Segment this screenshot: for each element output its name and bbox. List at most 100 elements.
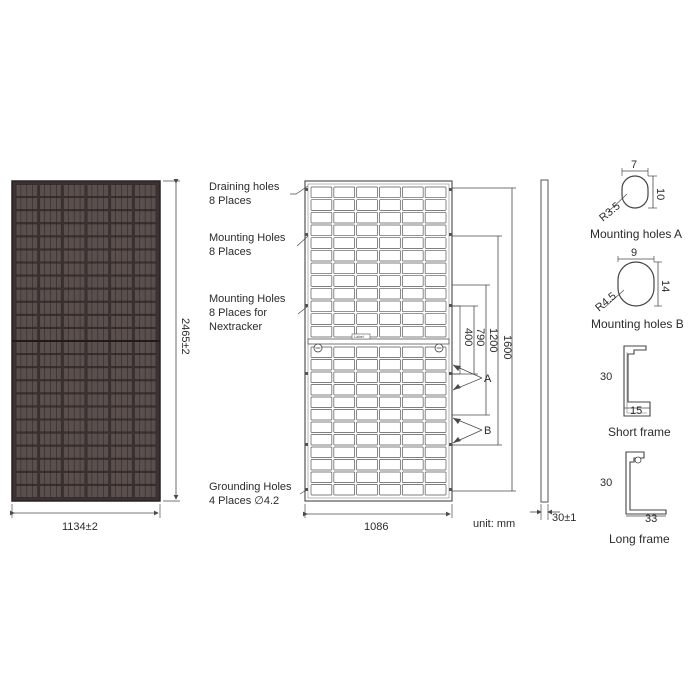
spacing-1200-label: 1200 [487, 328, 499, 352]
side-thickness-label: 30±1 [552, 512, 576, 524]
back-cell [424, 371, 447, 383]
back-cell [356, 275, 378, 287]
back-cell [424, 434, 447, 446]
back-cell [379, 409, 401, 421]
callout-nextracker-holes: Mounting Holes 8 Places for Nextracker [209, 293, 309, 333]
back-cell [356, 313, 378, 325]
back-cell [310, 384, 333, 396]
callout-draining-line1: Draining holes [209, 181, 280, 193]
back-cell [310, 459, 333, 471]
back-cell [401, 249, 424, 262]
back-cell [333, 325, 356, 338]
back-cell [424, 484, 447, 496]
back-cell [424, 199, 447, 211]
hole-a-width: 7 [631, 159, 637, 171]
back-cell [333, 346, 356, 358]
back-cell [310, 211, 333, 224]
callout-nextracker-line1: Mounting Holes [209, 293, 286, 305]
back-cell [379, 275, 401, 287]
back-cell [356, 371, 378, 383]
back-cell [401, 199, 424, 211]
short-frame-caption: Short frame [608, 425, 671, 439]
back-cell [310, 287, 333, 300]
hole-a-height: 10 [654, 188, 666, 200]
callout-draining-line2: 8 Places [209, 195, 252, 207]
back-cell [333, 300, 356, 313]
back-cell [333, 409, 356, 421]
back-cell [401, 484, 424, 496]
back-cell [333, 249, 356, 262]
front-view [11, 180, 161, 502]
back-cell [333, 186, 356, 199]
callout-grounding-holes: Grounding Holes 4 Places ∅4.2 [209, 481, 309, 507]
back-cell [379, 459, 401, 471]
front-cell-grid [16, 184, 156, 498]
back-cell [356, 249, 378, 262]
back-cell [379, 384, 401, 396]
label-plate [351, 333, 371, 340]
back-cell [401, 186, 424, 199]
back-cell [401, 287, 424, 300]
spacing-1600-label: 1600 [501, 335, 513, 359]
back-cell [310, 409, 333, 421]
back-cell [379, 446, 401, 458]
unit-label: unit: mm [473, 518, 515, 530]
back-cell [379, 211, 401, 224]
back-cell [310, 249, 333, 262]
back-cell [356, 409, 378, 421]
back-cell [356, 384, 378, 396]
frame-holes [305, 188, 452, 491]
back-cell [424, 211, 447, 224]
detail-short-frame: 30 15 Short frame [600, 345, 671, 439]
hole-b-caption: Mounting holes B [591, 317, 684, 331]
callout-mounting-line1: Mounting Holes [209, 232, 286, 244]
back-cell [379, 346, 401, 358]
back-cell [356, 446, 378, 458]
front-width-label: 1134±2 [62, 521, 98, 533]
long-frame-caption: Long frame [609, 532, 670, 546]
back-cell [333, 224, 356, 237]
back-cell [424, 409, 447, 421]
back-cell [356, 421, 378, 433]
back-cell [333, 459, 356, 471]
back-cell [401, 275, 424, 287]
front-height-dimension: 2465±2 [163, 179, 191, 502]
back-cell [379, 325, 401, 338]
back-cell [310, 359, 333, 371]
back-cell [310, 275, 333, 287]
hole-a-slot [621, 175, 649, 209]
back-cell [424, 249, 447, 262]
back-cell [424, 359, 447, 371]
marker-b-label: B [484, 425, 491, 437]
side-panel-profile [540, 179, 549, 503]
front-width-dimension: 1134±2 [10, 504, 161, 533]
marker-a: A [452, 364, 492, 391]
back-cell [333, 471, 356, 483]
marker-b: B [452, 417, 491, 444]
back-cell [424, 384, 447, 396]
back-cell [310, 300, 333, 313]
back-cell [356, 262, 378, 275]
back-cell [424, 421, 447, 433]
back-cell [310, 396, 333, 408]
spacing-790-label: 790 [474, 328, 486, 346]
callout-mounting-line2: 8 Places [209, 246, 252, 258]
back-cell [356, 396, 378, 408]
back-cell [310, 446, 333, 458]
long-frame-height: 30 [600, 477, 612, 489]
callout-draining-holes: Draining holes 8 Places [209, 181, 309, 207]
back-cell [310, 421, 333, 433]
back-cell [333, 262, 356, 275]
back-cell [310, 484, 333, 496]
back-cell [424, 186, 447, 199]
back-cell [333, 434, 356, 446]
back-cell [424, 325, 447, 338]
back-cell [333, 237, 356, 249]
back-cell [356, 359, 378, 371]
back-cell [379, 199, 401, 211]
junction-box-strip [307, 338, 450, 345]
short-frame-width: 15 [630, 405, 642, 417]
back-cell [356, 300, 378, 313]
back-cell [379, 396, 401, 408]
back-cell [310, 434, 333, 446]
